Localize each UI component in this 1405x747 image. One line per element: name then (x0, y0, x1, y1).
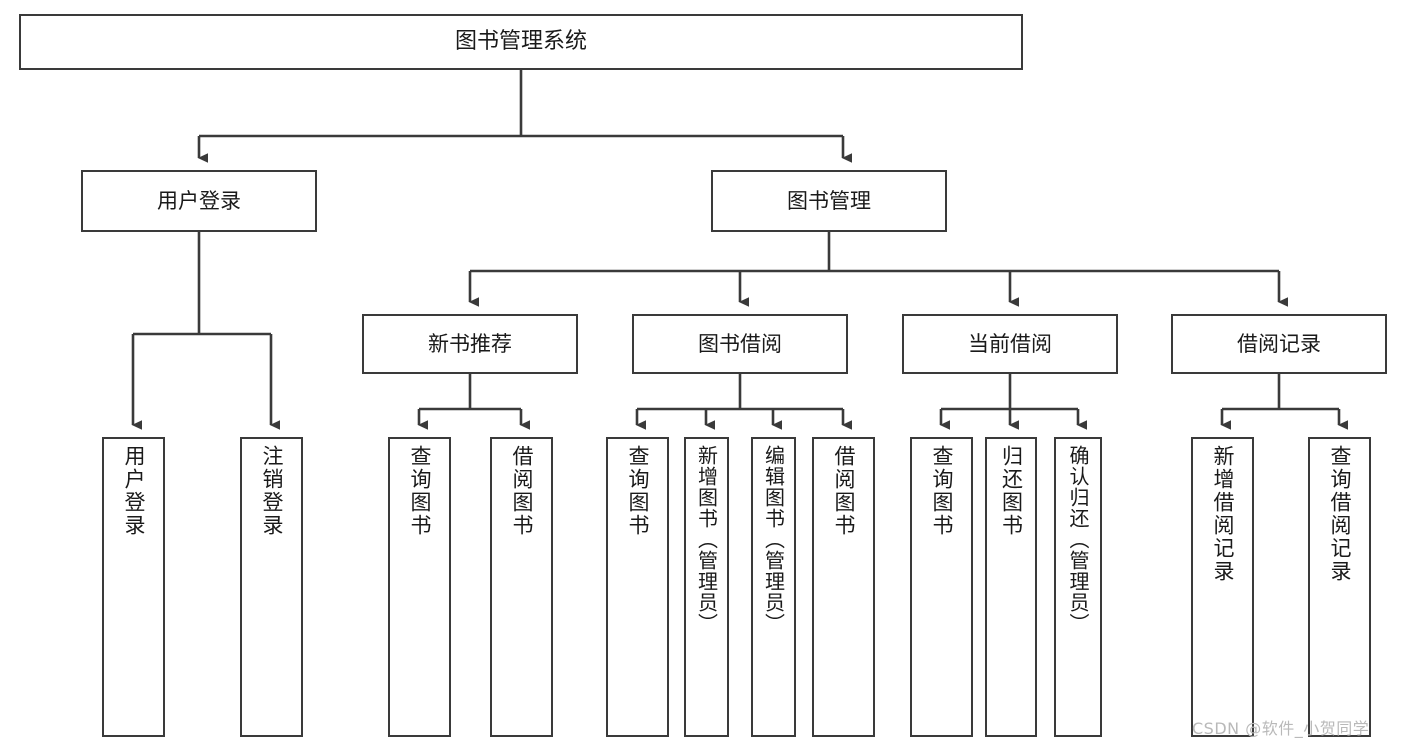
node-label: 图书借阅 (698, 331, 782, 356)
leaf-borrow-book-recommend[interactable]: 借阅图书 (490, 437, 553, 737)
node-label: 新增借阅记录 (1211, 445, 1235, 583)
leaf-query-book-recommend[interactable]: 查询图书 (388, 437, 451, 737)
node-label: 编辑图书（管理员） (761, 445, 786, 634)
leaf-add-borrow-record[interactable]: 新增借阅记录 (1191, 437, 1254, 737)
leaf-query-book-borrow[interactable]: 查询图书 (606, 437, 669, 737)
node-label: 确认归还（管理员） (1066, 445, 1090, 634)
csdn-watermark: CSDN @软件_小贺同学 (1192, 719, 1370, 738)
node-book-management[interactable]: 图书管理 (711, 170, 947, 232)
node-label: 新书推荐 (428, 331, 512, 356)
node-current-borrow[interactable]: 当前借阅 (902, 314, 1118, 374)
node-label: 查询图书 (408, 445, 432, 537)
leaf-confirm-return-admin[interactable]: 确认归还（管理员） (1054, 437, 1102, 737)
node-label: 查询图书 (626, 445, 650, 537)
node-label: 注销登录 (260, 445, 284, 537)
node-label: 查询图书 (930, 445, 954, 537)
leaf-user-login[interactable]: 用户登录 (102, 437, 165, 737)
node-user-login[interactable]: 用户登录 (81, 170, 317, 232)
node-borrow-record[interactable]: 借阅记录 (1171, 314, 1387, 374)
node-label: 用户登录 (122, 445, 146, 537)
leaf-query-book-current[interactable]: 查询图书 (910, 437, 973, 737)
node-label: 当前借阅 (968, 331, 1052, 356)
node-label: 借阅图书 (510, 445, 534, 537)
node-label: 图书管理系统 (454, 29, 587, 55)
node-label: 用户登录 (157, 188, 241, 213)
node-book-borrow[interactable]: 图书借阅 (632, 314, 848, 374)
node-label: 借阅图书 (832, 445, 856, 537)
node-new-book-recommend[interactable]: 新书推荐 (362, 314, 578, 374)
node-label: 查询借阅记录 (1328, 445, 1352, 583)
leaf-borrow-book-borrow[interactable]: 借阅图书 (812, 437, 875, 737)
node-label: 图书管理 (787, 188, 871, 213)
leaf-logout-login[interactable]: 注销登录 (240, 437, 303, 737)
node-label: 借阅记录 (1237, 331, 1321, 356)
node-root-system[interactable]: 图书管理系统 (19, 14, 1023, 70)
node-label: 新增图书（管理员） (694, 445, 719, 634)
leaf-add-book-admin[interactable]: 新增图书（管理员） (684, 437, 729, 737)
leaf-return-book[interactable]: 归还图书 (985, 437, 1037, 737)
node-label: 归还图书 (999, 445, 1024, 537)
leaf-query-borrow-record[interactable]: 查询借阅记录 (1308, 437, 1371, 737)
leaf-edit-book-admin[interactable]: 编辑图书（管理员） (751, 437, 796, 737)
